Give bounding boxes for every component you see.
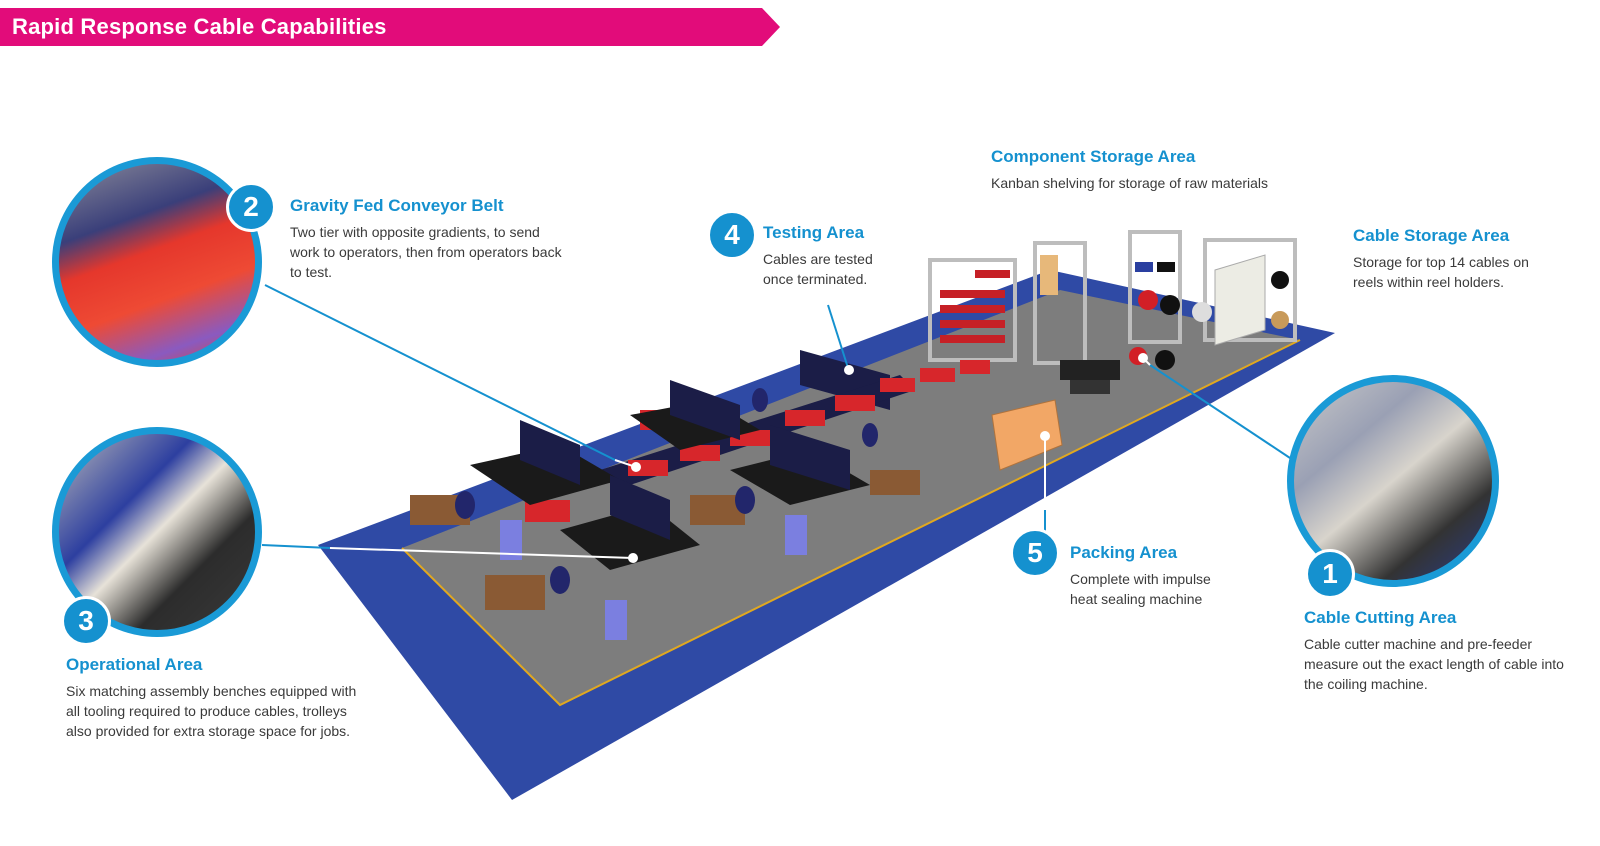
trolley xyxy=(870,470,920,495)
chair xyxy=(455,491,475,519)
bench xyxy=(730,425,870,505)
callout-title: Cable Storage Area xyxy=(1353,226,1510,245)
callout-title: Cable Cutting Area xyxy=(1304,608,1457,627)
callout-gravity-fed-conveyor: Gravity Fed Conveyor Belt Two tier with … xyxy=(290,196,570,282)
trolley xyxy=(485,575,545,610)
chair xyxy=(752,388,768,412)
callout-title: Packing Area xyxy=(1070,543,1178,562)
badge-3: 3 xyxy=(61,596,111,646)
assembly-benches xyxy=(410,380,920,640)
bench xyxy=(560,475,700,570)
badge-1: 1 xyxy=(1305,549,1355,599)
callout-cable-cutting-area: Cable Cutting Area Cable cutter machine … xyxy=(1304,608,1564,694)
callout-description: Cables are tested once terminated. xyxy=(763,251,873,287)
banner-shape xyxy=(0,8,780,46)
callout-description: Storage for top 14 cables on reels withi… xyxy=(1353,254,1529,290)
line-2 xyxy=(264,284,616,461)
line-1 xyxy=(1149,364,1291,459)
bench xyxy=(470,420,620,505)
callout-component-storage: Component Storage Area Kanban shelving f… xyxy=(991,147,1291,193)
callout-title: Testing Area xyxy=(763,223,865,242)
callout-cable-storage: Cable Storage Area Storage for top 14 ca… xyxy=(1353,226,1543,292)
packing-box xyxy=(991,399,1063,471)
callout-testing-area: Testing Area Cables are tested once term… xyxy=(763,223,888,289)
badge-2: 2 xyxy=(226,182,276,232)
callout-description: Cable cutter machine and pre-feeder meas… xyxy=(1304,636,1564,692)
callout-description: Two tier with opposite gradients, to sen… xyxy=(290,224,562,280)
chair xyxy=(550,566,570,594)
bin xyxy=(605,600,627,640)
floor-safety-line xyxy=(401,339,1301,707)
page-title: Rapid Response Cable Capabilities xyxy=(12,14,387,39)
line-4 xyxy=(827,304,849,369)
callout-description: Six matching assembly benches equipped w… xyxy=(66,683,357,739)
bin xyxy=(500,520,522,560)
line-3 xyxy=(261,544,331,549)
callout-packing-area: Packing Area Complete with impulse heat … xyxy=(1070,543,1240,609)
chair xyxy=(862,423,878,447)
conveyor-belt xyxy=(525,360,990,522)
chair xyxy=(735,486,755,514)
bin xyxy=(785,515,807,555)
conveyor-photo xyxy=(52,157,262,367)
bench xyxy=(630,380,760,450)
callout-title: Operational Area xyxy=(66,655,203,674)
title-banner: Rapid Response Cable Capabilities xyxy=(0,8,800,46)
callout-description: Kanban shelving for storage of raw mater… xyxy=(991,175,1269,191)
badge-5: 5 xyxy=(1010,528,1060,578)
callout-title: Component Storage Area xyxy=(991,147,1196,166)
cable-storage-racks xyxy=(1128,230,1297,346)
callout-description: Complete with impulse heat sealing machi… xyxy=(1070,571,1211,607)
callout-operational-area: Operational Area Six matching assembly b… xyxy=(66,655,366,741)
callout-lines xyxy=(261,284,1291,549)
callout-title: Gravity Fed Conveyor Belt xyxy=(290,196,504,215)
callout-points xyxy=(628,353,1148,563)
badge-4: 4 xyxy=(707,210,757,260)
